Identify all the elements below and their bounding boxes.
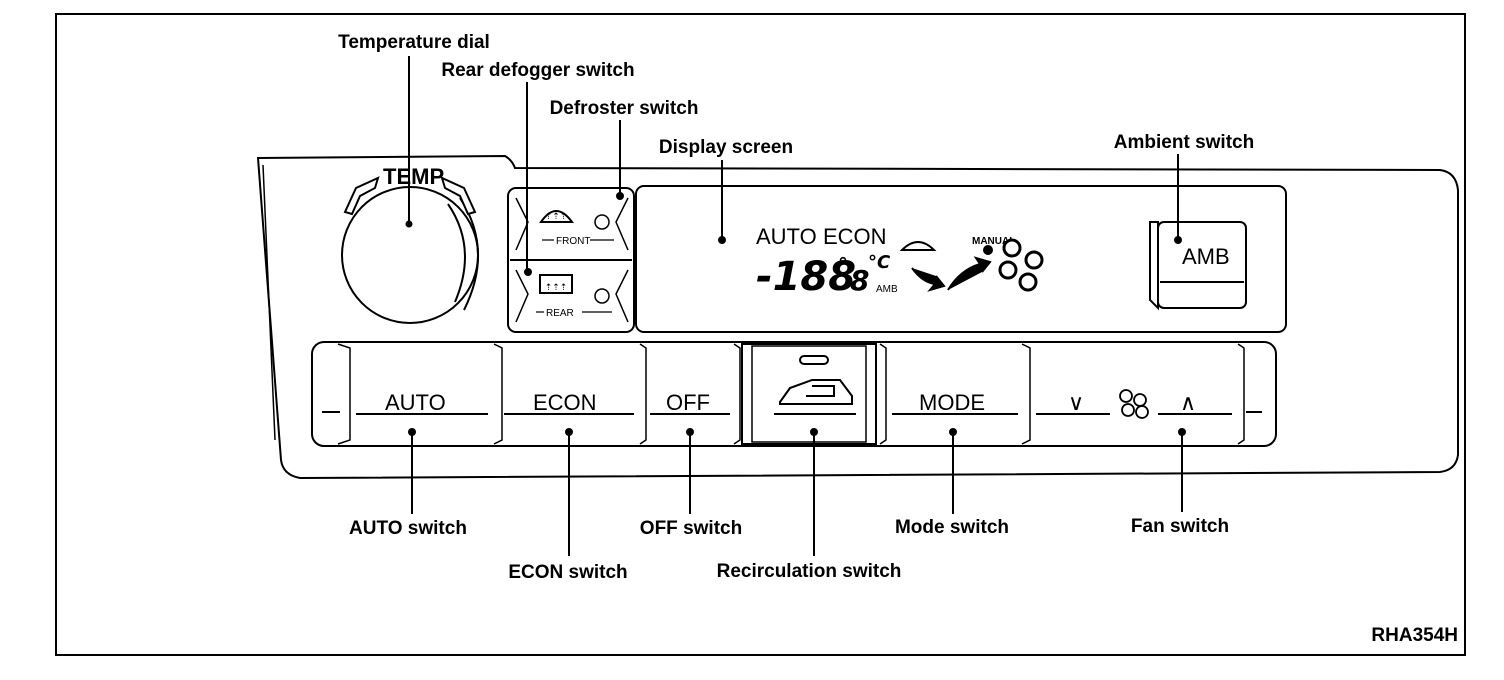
callout-fan-switch: Fan switch [1131, 516, 1229, 537]
temp-arrow-left-icon [343, 176, 380, 216]
display-celsius: °C [868, 252, 891, 273]
amb-button[interactable]: AMB [1149, 221, 1247, 311]
off-button[interactable]: OFF [650, 343, 741, 445]
amb-button-label: AMB [1182, 244, 1230, 269]
callout-display-screen: Display screen [659, 137, 793, 158]
auto-button[interactable]: AUTO [337, 343, 503, 445]
recirculation-car-icon [774, 379, 856, 415]
svg-text:⇡⇡⇡: ⇡⇡⇡ [545, 212, 568, 222]
mode-button[interactable]: MODE [879, 343, 1031, 445]
figure-code: RHA354H [1371, 625, 1458, 646]
econ-button[interactable]: ECON [504, 343, 647, 445]
mode-button-label: MODE [919, 390, 985, 415]
display-econ: ECON [823, 224, 887, 249]
display-manual: MANUAL [972, 236, 1015, 247]
callout-auto-switch: AUTO switch [349, 518, 467, 539]
temperature-dial[interactable] [341, 186, 479, 324]
control-panel [256, 154, 1459, 480]
display-decimal: 8 [850, 264, 869, 297]
fan-button[interactable]: ∨ ∧ [1036, 343, 1245, 445]
leader-lines [408, 56, 1186, 556]
temp-label: TEMP [383, 164, 444, 189]
fan-speed-icon [998, 238, 1044, 292]
recirculation-button[interactable] [741, 343, 877, 445]
rear-label: REAR [546, 308, 574, 319]
callout-defroster-switch: Defroster switch [550, 98, 699, 119]
display-digits: -188 [756, 254, 856, 300]
callout-econ-switch: ECON switch [508, 562, 627, 583]
callout-mode-switch: Mode switch [895, 517, 1009, 538]
callout-temperature-dial: Temperature dial [338, 32, 490, 53]
auto-button-label: AUTO [385, 390, 446, 415]
button-row [311, 341, 1277, 447]
svg-text:⇡⇡⇡: ⇡⇡⇡ [545, 283, 568, 293]
figure-frame [55, 13, 1466, 656]
display-amb: AMB [876, 284, 898, 295]
callout-off-switch: OFF switch [640, 518, 742, 539]
airflow-mode-icon [899, 241, 993, 292]
front-label: FRONT [556, 236, 590, 247]
callout-ambient-switch: Ambient switch [1114, 132, 1254, 153]
front-defroster-switch[interactable]: ⇡⇡⇡ FRONT [539, 210, 614, 247]
display-degree: ° [838, 253, 848, 277]
fan-down-label: ∨ [1068, 390, 1084, 415]
fan-icon [1119, 389, 1149, 419]
econ-button-label: ECON [533, 390, 597, 415]
callout-recirculation-switch: Recirculation switch [717, 561, 902, 582]
rear-defogger-switch[interactable]: ⇡⇡⇡ REAR [536, 274, 612, 319]
off-button-label: OFF [666, 390, 710, 415]
display-screen: AUTO ECON -188 ° 8 °C AMB MANUAL [635, 185, 1287, 333]
callout-rear-defogger-switch: Rear defogger switch [441, 60, 634, 81]
fan-up-label: ∧ [1180, 390, 1196, 415]
temp-arrow-right-icon [440, 176, 477, 216]
display-auto: AUTO [756, 224, 817, 249]
